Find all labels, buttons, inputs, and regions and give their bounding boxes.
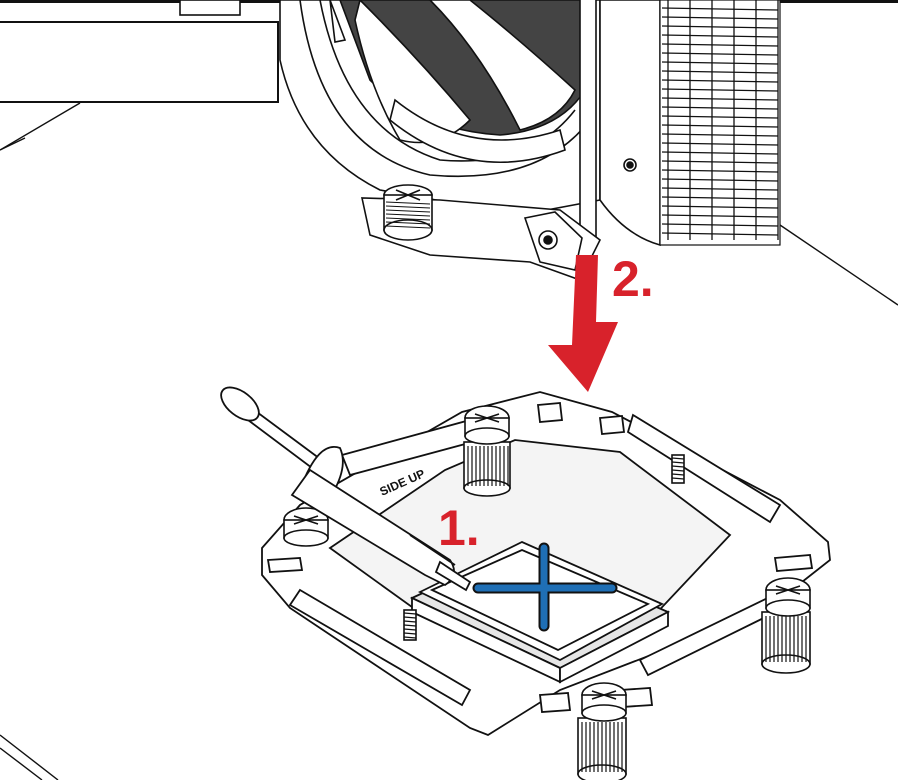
heatsink-fin: [661, 187, 779, 191]
stud-thread: [403, 616, 417, 619]
step-2-label: 2.: [612, 251, 654, 307]
stud-thread: [403, 624, 417, 627]
stud-thread: [403, 628, 417, 631]
heatsink-fin: [661, 142, 779, 146]
heatsink-fin: [661, 205, 779, 209]
heatsink-fin: [661, 133, 779, 137]
heatsink-fin: [661, 88, 779, 92]
cooler-screw-coil: [385, 201, 431, 229]
stud-thread: [671, 457, 685, 460]
stud-thread: [403, 620, 417, 623]
heatsink-fin: [661, 214, 779, 218]
callout-label-box: [0, 21, 279, 103]
heatsink-fin: [661, 115, 779, 119]
thermal-paste-x: [472, 542, 618, 632]
heatsink-fin: [661, 34, 779, 38]
heatsink-fin: [661, 232, 779, 236]
heatsink-fin: [661, 52, 779, 56]
stud-thread: [403, 636, 417, 639]
heatsink-fin: [661, 16, 779, 20]
heatsink-fin: [661, 25, 779, 29]
stud-thread: [403, 612, 417, 615]
spring-coil: [385, 217, 431, 221]
heatsink-fin: [661, 79, 779, 83]
stud-thread: [671, 477, 685, 480]
heatsink-fin: [661, 223, 779, 227]
cpu-cooler: [179, 0, 781, 281]
heatsink-fin: [661, 43, 779, 47]
spring-coil: [385, 213, 431, 217]
spring-coil: [385, 225, 431, 229]
step-1-label: 1.: [438, 500, 480, 556]
spring-coil: [385, 201, 431, 205]
stud-thread: [671, 465, 685, 468]
heatsink-fin: [661, 169, 779, 173]
placement-arrow: [548, 255, 618, 392]
heatsink-fin: [661, 61, 779, 65]
heatsink-fin: [661, 151, 779, 155]
spring-coil: [385, 209, 431, 213]
heatsink-fin: [661, 70, 779, 74]
stud-thread: [671, 473, 685, 476]
heatsink-fin: [661, 106, 779, 110]
standoff-knurling: [403, 446, 807, 772]
heatsink-fin: [661, 196, 779, 200]
stud-thread: [671, 461, 685, 464]
spring-coil: [385, 221, 431, 225]
heatsink-fin: [661, 124, 779, 128]
heatsink-fin: [661, 7, 779, 11]
heatsink-fin: [661, 178, 779, 182]
stud-thread: [671, 469, 685, 472]
stud-thread: [403, 632, 417, 635]
heatsink-fin: [661, 160, 779, 164]
thermal-paste-syringe: [220, 386, 472, 592]
spring-coil: [385, 205, 431, 209]
heatsink-fins: [661, 0, 779, 240]
heatsink-fin: [661, 97, 779, 101]
